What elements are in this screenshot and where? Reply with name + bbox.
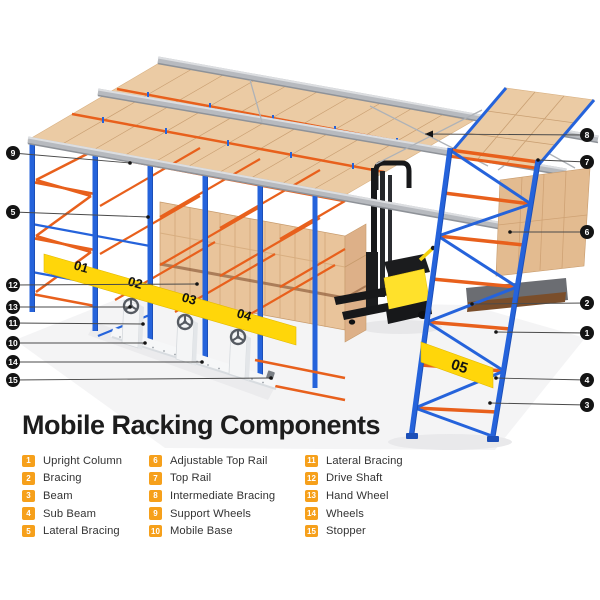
legend-badge: 7 [149,472,162,485]
callout-12: 12 [6,278,20,292]
legend-item: 9 Support Wheels [149,505,275,523]
legend-item: 1 Upright Column [22,452,122,470]
callout-6: 6 [580,225,594,239]
legend-label: Top Rail [170,472,212,485]
hand-wheel-icon [122,297,247,346]
callout-11: 11 [6,316,20,330]
callout-5: 5 [6,205,20,219]
callout-15: 15 [6,373,20,387]
legend-badge: 15 [305,524,318,538]
legend-label: Stopper [326,525,366,538]
mobile-base-assembly [110,297,278,390]
legend-label: Beam [43,489,73,502]
legend-badge: 1 [22,454,35,468]
legend-badge: 12 [305,472,318,485]
legend-column-3: 11 Lateral Bracing 12 Drive Shaft 13 Hand W… [305,452,403,540]
legend-item: 14 Wheels [305,505,403,523]
callout-1: 1 [580,326,594,340]
legend-item: 15 Stopper [305,522,403,540]
callout-14: 14 [6,355,20,369]
legend-badge: 13 [305,489,318,503]
legend-badge: 8 [149,489,162,503]
legend-label: Lateral Bracing [43,525,120,538]
callout-3: 3 [580,398,594,412]
legend-item: 7 Top Rail [149,470,275,488]
legend-column-2: 6 Adjustable Top Rail 7 Top Rail 8 Intermed… [149,452,275,540]
callout-13: 13 [6,300,20,314]
leader-dots [128,130,540,405]
callout-8: 8 [580,128,594,142]
legend-badge: 9 [149,507,162,520]
legend-item: 3 Beam [22,487,122,505]
callout-4: 4 [580,373,594,387]
legend-label: Bracing [43,472,82,485]
legend-label: Upright Column [43,454,123,467]
legend-badge: 10 [149,524,162,538]
legend-label: Drive Shaft [326,472,383,485]
legend-badge: 6 [149,454,162,468]
legend-label: Lateral Bracing [326,454,403,467]
legend-label: Intermediate Bracing [170,489,276,502]
legend-badge: 2 [22,472,35,485]
leader-lines [12,133,588,406]
legend-item: 5 Lateral Bracing [22,522,122,540]
legend-item: 4 Sub Beam [22,505,122,523]
svg-text:04: 04 [235,305,254,324]
legend-badge: 4 [22,507,35,520]
aisle-banner-right: 05 [420,341,494,389]
legend-item: 10 Mobile Base [149,522,275,540]
legend-column-1: 1 Upright Column 2 Bracing 3 Beam 4 Sub Beam… [22,452,122,540]
right-rack: 05 [406,87,596,442]
legend-item: 11 Lateral Bracing [305,452,403,470]
legend-item: 13 Hand Wheel [305,487,403,505]
legend-badge: 5 [22,524,35,538]
aisle-banner-main: 01 02 03 04 [43,253,297,346]
legend-badge: 3 [22,489,35,503]
legend-item: 2 Bracing [22,470,122,488]
svg-text:02: 02 [126,273,144,291]
callout-9: 9 [6,146,20,160]
legend-label: Wheels [326,507,364,520]
legend-badge: 11 [305,454,318,468]
page-title: Mobile Racking Components [22,410,381,440]
callout-7: 7 [580,155,594,169]
legend-label: Mobile Base [170,525,233,538]
legend-label: Sub Beam [43,507,97,520]
callout-10: 10 [6,336,20,350]
svg-text:01: 01 [72,257,90,275]
svg-text:03: 03 [180,289,198,307]
legend-badge: 14 [305,507,318,520]
callout-2: 2 [580,296,594,310]
legend-label: Hand Wheel [326,489,389,502]
racking-illustration: 01 02 03 04 [12,56,599,450]
legend-label: Support Wheels [170,507,251,520]
legend-item: 8 Intermediate Bracing [149,487,275,505]
legend-item: 12 Drive Shaft [305,470,403,488]
legend-label: Adjustable Top Rail [170,454,268,467]
svg-text:05: 05 [449,356,470,377]
legend-item: 6 Adjustable Top Rail [149,452,275,470]
